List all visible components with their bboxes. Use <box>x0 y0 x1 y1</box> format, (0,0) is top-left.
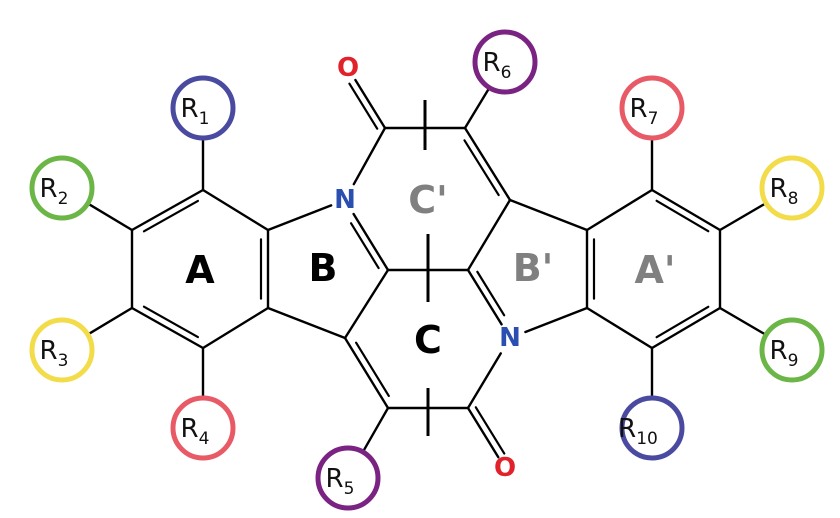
substituent-base-r2: R <box>40 174 58 204</box>
oxygen-top-atom: O <box>337 53 359 83</box>
substituent-base-r5: R <box>326 464 344 494</box>
substituent-subscript-r8: 8 <box>788 189 799 209</box>
bond-33 <box>343 336 390 410</box>
substituent-label-r10: R10 <box>618 414 658 449</box>
bond-30 <box>463 126 512 202</box>
ring-c-prime-label: C' <box>408 178 448 222</box>
carbonyl-bottom-bond <box>466 406 500 459</box>
substituent-circle-r3 <box>29 317 95 383</box>
substituent-subscript-r10: 10 <box>636 429 658 449</box>
substituent-bond-r5 <box>361 406 390 454</box>
bond-24 <box>466 268 503 326</box>
bond-36 <box>466 352 502 410</box>
substituent-subscript-r1: 1 <box>199 109 210 129</box>
substituent-subscript-r5: 5 <box>344 479 355 499</box>
bond-18 <box>266 204 333 232</box>
substituent-subscript-r2: 2 <box>58 189 69 209</box>
bond-5 <box>201 188 270 232</box>
bond-skeleton <box>86 78 768 459</box>
substituent-label-r6: R6 <box>483 48 512 83</box>
substituent-bond-r9 <box>718 306 768 337</box>
substituent-subscript-r6: 6 <box>501 63 512 83</box>
substituent-base-r3: R <box>40 336 58 366</box>
substituent-base-r10: R <box>618 414 636 444</box>
substituent-bond-r2 <box>86 202 134 232</box>
bond-0 <box>130 188 205 232</box>
substituent-circle-r7 <box>619 75 685 141</box>
substituent-bond-r3 <box>86 306 134 336</box>
carbonyl-top-double <box>348 82 379 130</box>
bond-23 <box>466 198 512 272</box>
substituent-circle-r1 <box>170 75 236 141</box>
oxygen-bottom-atom: O <box>494 453 516 483</box>
double-bond-15 <box>655 199 710 233</box>
double-bond-20 <box>349 222 380 270</box>
bond-14 <box>585 188 654 232</box>
substituent-label-r5: R5 <box>326 464 355 499</box>
substituent-label-r9: R9 <box>770 336 799 371</box>
double-bond-7 <box>142 305 200 339</box>
bond-19 <box>352 212 390 272</box>
carbonyl-top-bond <box>354 78 387 130</box>
ring-a-label: A <box>185 248 215 292</box>
double-bond-6 <box>142 199 200 233</box>
ring-c-label: C <box>414 318 442 362</box>
bond-28 <box>352 126 387 186</box>
substituent-base-r6: R <box>483 48 501 78</box>
ring-b-prime-label: B' <box>513 246 554 290</box>
substituent-subscript-r3: 3 <box>58 351 69 371</box>
bond-3 <box>201 306 270 350</box>
substituent-label-r2: R2 <box>40 174 69 209</box>
substituent-subscript-r9: 9 <box>788 351 799 371</box>
bond-9 <box>650 188 722 232</box>
substituent-base-r1: R <box>181 94 199 124</box>
carbonyl-bottom-double <box>474 406 506 455</box>
bond-12 <box>585 306 654 350</box>
substituent-circles <box>29 29 825 511</box>
substituent-label-r4: R4 <box>181 414 210 449</box>
bond-2 <box>130 306 205 350</box>
substituent-circle-r10 <box>619 395 685 461</box>
ring-a-prime-label: A' <box>634 248 675 292</box>
substituent-circle-r2 <box>29 155 95 221</box>
bond-11 <box>650 306 722 350</box>
bond-21 <box>343 268 390 340</box>
substituent-subscript-r7: 7 <box>648 109 659 129</box>
nitrogen-top-atom: N <box>334 185 356 215</box>
substituent-bond-r6 <box>463 86 491 130</box>
bond-27 <box>508 198 589 232</box>
substituent-bond-r8 <box>718 201 768 232</box>
double-bond-34 <box>355 341 390 398</box>
bond-26 <box>524 306 589 334</box>
substituent-circle-r9 <box>759 317 825 383</box>
double-bond-31 <box>463 139 500 197</box>
substituent-base-r7: R <box>630 94 648 124</box>
substituent-base-r8: R <box>770 174 788 204</box>
substituent-circle-r5 <box>315 445 381 511</box>
substituent-circle-r6 <box>472 29 538 95</box>
substituent-subscript-r4: 4 <box>199 429 210 449</box>
bond-22 <box>266 306 347 340</box>
substituent-label-r7: R7 <box>630 94 659 129</box>
double-bond-16 <box>655 305 710 339</box>
substituent-base-r4: R <box>181 414 199 444</box>
substituent-circle-r4 <box>170 395 236 461</box>
ring-b-label: B <box>309 246 338 290</box>
substituent-label-r1: R1 <box>181 94 210 129</box>
substituent-circle-r8 <box>759 155 825 221</box>
substituent-base-r9: R <box>770 336 788 366</box>
nitrogen-bottom-atom: N <box>499 323 521 353</box>
substituent-label-r3: R3 <box>40 336 69 371</box>
substituent-label-r8: R8 <box>770 174 799 209</box>
double-bond-25 <box>476 270 506 317</box>
